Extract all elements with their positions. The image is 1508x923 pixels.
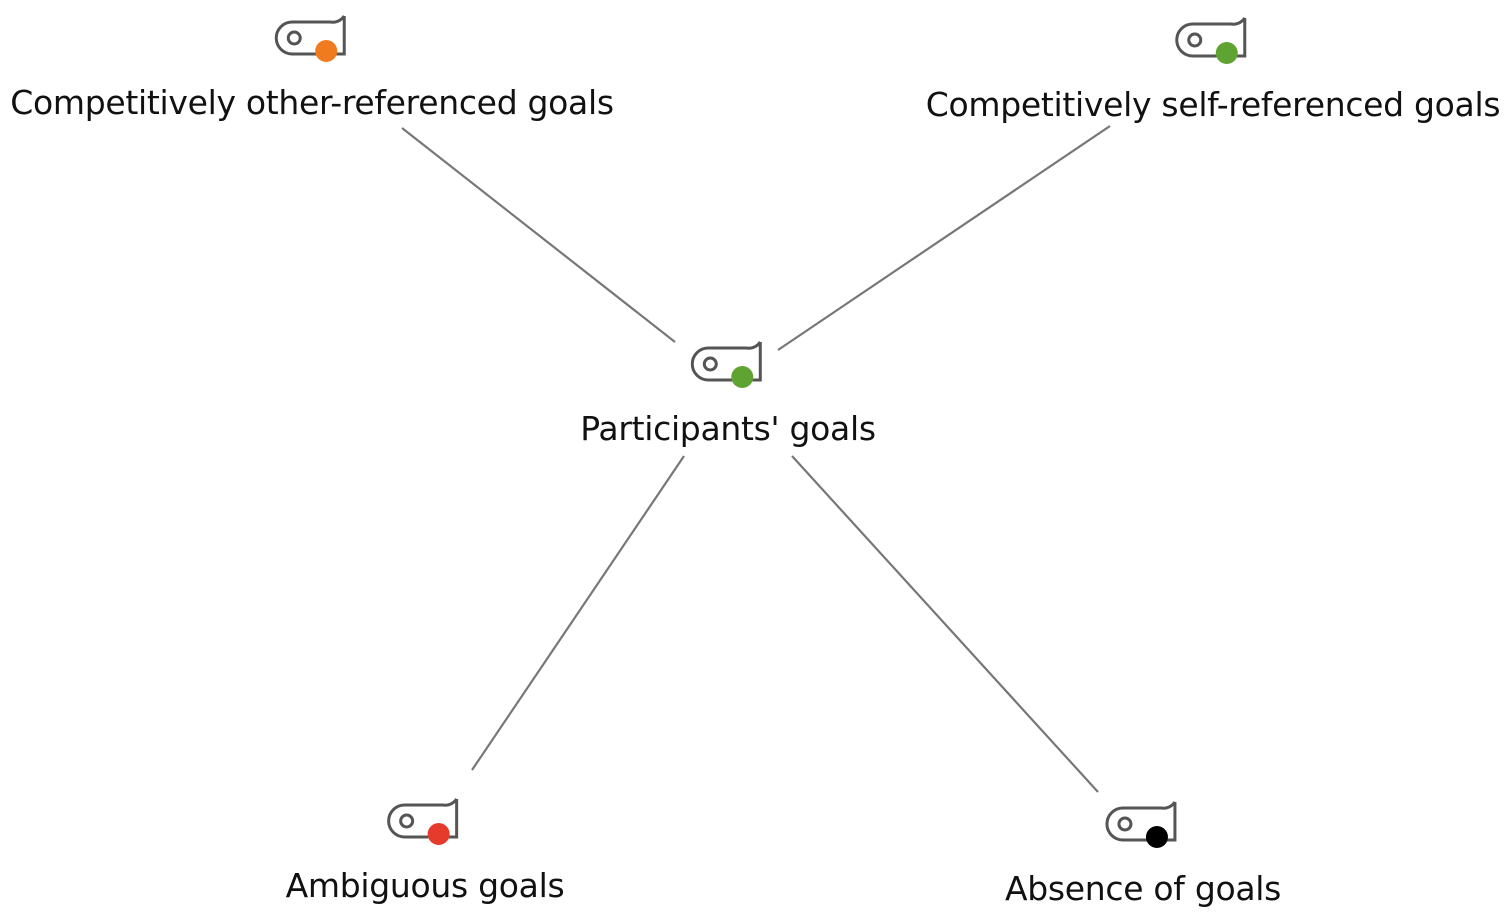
status-dot [314,40,337,62]
status-dot [1146,826,1168,848]
tag-icon [690,341,762,388]
tag-icon [387,798,459,845]
edge-center-to-self-referenced [777,125,1111,351]
node-competitively-other-referenced-goals[interactable]: Competitively other-referenced goals [10,10,614,119]
node-label: Competitively other-referenced goals [10,83,614,122]
node-competitively-self-referenced-goals[interactable]: Competitively self-referenced goals [925,12,1501,124]
node-label: Absence of goals [1004,869,1282,908]
tag-icon [274,15,346,62]
node-ambiguous-goals[interactable]: Ambiguous goals [286,793,565,902]
status-dot [1215,42,1238,64]
status-dot [731,366,753,388]
edge-center-to-absence [791,455,1099,793]
node-label: Participants' goals [580,409,876,448]
status-dot [428,823,450,845]
edge-center-to-other-referenced [401,127,676,343]
tag-icon [1175,17,1247,64]
node-label: Competitively self-referenced goals [925,85,1501,124]
tag-icon [1105,801,1177,848]
node-absence-of-goals[interactable]: Absence of goals [1005,796,1281,905]
node-label: Ambiguous goals [285,866,565,905]
node-participants-goals[interactable]: Participants' goals [580,336,876,448]
edge-center-to-ambiguous [471,455,685,771]
